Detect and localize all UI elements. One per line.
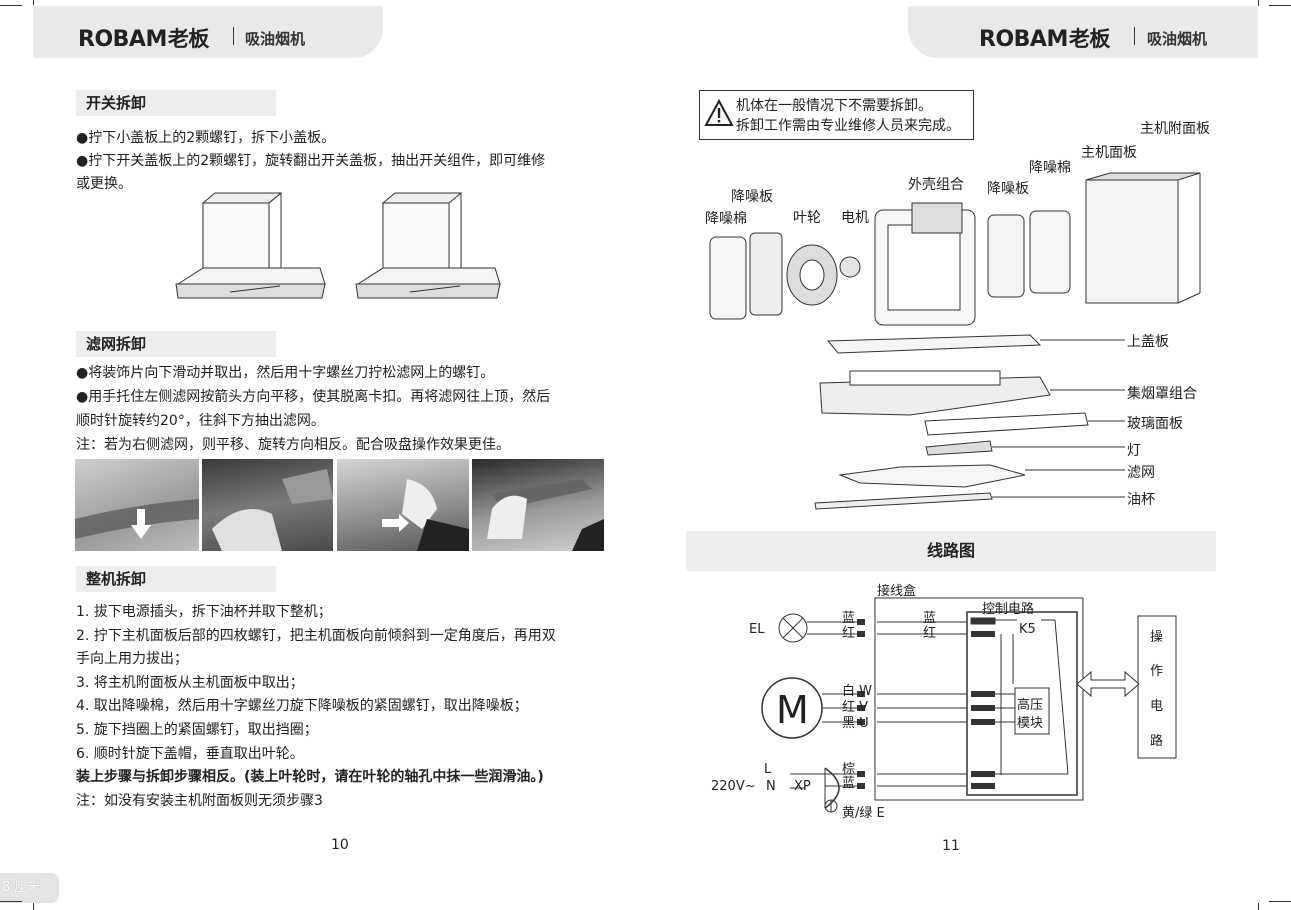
header-separator (233, 27, 234, 45)
op-char-4: 路 (1150, 734, 1164, 749)
header-separator (1134, 27, 1135, 45)
crop-mark (0, 901, 22, 902)
label-blue-1: 蓝 (842, 611, 856, 626)
motor-symbol: M (776, 688, 809, 732)
photo-step-2 (202, 459, 333, 551)
crop-mark (0, 5, 22, 6)
label-boli: 玻璃面板 (1127, 416, 1183, 432)
op-char-2: 作 (1150, 664, 1164, 679)
label-XP: XP (794, 779, 811, 794)
label-N: N (766, 779, 776, 794)
filter-text-1: ●将装饰片向下滑动并取出，然后用十字螺丝刀拧松滤网上的螺钉。 (76, 365, 495, 381)
label-jiangzaoban-left: 降噪板 (731, 189, 773, 205)
label-hv-2: 模块 (1017, 716, 1044, 731)
left-page: ROBAM老板 吸油烟机 开关拆卸 ●拧下小盖板上的2颗螺钉，拆下小盖板。 ●拧… (0, 0, 645, 910)
section-title-switch: 开关拆卸 (76, 90, 276, 116)
label-jiyanzhao: 集烟罩组合 (1127, 386, 1197, 402)
product-name: 吸油烟机 (1147, 30, 1208, 48)
label-shanggaiban: 上盖板 (1127, 334, 1169, 350)
whole-step-1: 1. 拔下电源插头，拆下油杯并取下整机； (76, 604, 332, 620)
label-control-circuit: 控制电路 (982, 602, 1035, 617)
right-page: ROBAM老板 吸油烟机 机体在一般情况下不需要拆卸。 拆卸工作需由专业维修人员… (645, 0, 1291, 910)
crop-mark (1258, 903, 1259, 910)
crop-mark (33, 0, 34, 5)
crop-mark (1269, 5, 1291, 6)
label-k5: K5 (1019, 622, 1036, 637)
header-tab (33, 6, 383, 58)
label-deng: 灯 (1127, 443, 1141, 459)
label-220v: 220V~ (711, 779, 756, 794)
brand-logo: ROBAM老板 (78, 27, 209, 52)
photo-step-1 (75, 459, 199, 551)
photo-step-4 (472, 459, 604, 551)
filter-note: 注：若为右侧滤网，则平移、旋转方向相反。配合吸盘操作效果更佳。 (76, 437, 510, 453)
crop-mark (1258, 0, 1259, 6)
whole-step-2: 2. 拧下主机面板后部的四枚螺钉，把主机面板向前倾斜到一定角度后，再用双 (76, 628, 556, 644)
wiring-diagram (761, 597, 1177, 813)
switch-text-2: ●拧下开关盖板上的2颗螺钉，旋转翻出开关盖板，抽出开关组件，即可维修 (76, 153, 546, 169)
brand-logo: ROBAM老板 (979, 27, 1110, 52)
label-L: L (764, 762, 772, 777)
page-number-right: 11 (942, 838, 960, 854)
range-hood-drawings (175, 192, 501, 299)
op-char-3: 电 (1150, 699, 1164, 714)
label-junction-box: 接线盒 (877, 584, 917, 599)
label-waike: 外壳组合 (908, 177, 964, 193)
step3-note: 注：如没有安装主机附面板则无须步骤3 (76, 793, 323, 809)
warning-line-1: 机体在一般情况下不需要拆卸。 (736, 98, 932, 114)
crop-mark (1269, 901, 1291, 902)
label-el: EL (749, 622, 765, 637)
section-title-whole: 整机拆卸 (76, 566, 276, 592)
page-number-left: 10 (331, 837, 349, 853)
label-blue-3: 蓝 (842, 776, 856, 791)
label-lvwang: 滤网 (1127, 465, 1155, 481)
filter-text-2: ●用手托住左侧滤网按箭头方向平移，使其脱离卡扣。再将滤网往上顶，然后 (76, 389, 551, 405)
label-red-2: 红 (923, 626, 937, 641)
label-zhujimianban: 主机面板 (1081, 145, 1137, 161)
label-hv-1: 高压 (1017, 698, 1044, 713)
warning-line-2: 拆卸工作需由专业维修人员来完成。 (736, 118, 960, 134)
label-dianji: 电机 (841, 210, 869, 226)
warning-icon (704, 99, 734, 126)
exploded-view-diagram (709, 172, 1201, 510)
switch-text-3: 或更换。 (76, 176, 132, 192)
header-tab (908, 6, 1258, 58)
label-red-1: 红 (842, 626, 856, 641)
photo-step-3 (337, 459, 469, 551)
whole-step-5: 5. 旋下挡圈上的紧固螺钉，取出挡圈； (76, 722, 318, 738)
reassembly-note: 装上步骤与拆卸步骤相反。(装上叶轮时，请在叶轮的轴孔中抹一些润滑油。) (76, 769, 544, 785)
whole-step-3: 3. 将主机附面板从主机面板中取出； (76, 675, 304, 691)
label-jiangzaomian-left: 降噪棉 (705, 211, 747, 227)
ruler-badge: 8 厘米 (0, 873, 59, 903)
label-black-u: 黑 U (842, 716, 869, 731)
op-char-1: 操 (1150, 630, 1164, 645)
label-red-v: 红 V (842, 700, 869, 715)
switch-text-1: ●拧下小盖板上的2颗螺钉，拆下小盖板。 (76, 130, 336, 146)
label-brown: 棕 (842, 762, 856, 777)
label-white-w: 白 W (842, 684, 872, 699)
product-name: 吸油烟机 (245, 30, 306, 48)
label-youbei: 油杯 (1127, 492, 1155, 508)
whole-step-2b: 手向上用力拔出； (76, 651, 188, 667)
label-jiangzaomian-right: 降噪棉 (1029, 160, 1071, 176)
filter-text-3: 顺时针旋转约20°，往斜下方抽出滤网。 (76, 413, 325, 429)
label-blue-2: 蓝 (923, 611, 937, 626)
wiring-title: 线路图 (686, 531, 1216, 571)
label-jiangzaoban-right: 降噪板 (987, 181, 1029, 197)
label-yelun: 叶轮 (793, 210, 821, 226)
whole-step-6: 6. 顺时针旋下盖帽，垂直取出叶轮。 (76, 746, 304, 762)
label-zhujifumianban: 主机附面板 (1140, 121, 1210, 137)
whole-step-4: 4. 取出降噪棉，然后用十字螺丝刀旋下降噪板的紧固螺钉，取出降噪板； (76, 698, 528, 714)
label-ground: 黄/绿 E (842, 806, 885, 821)
crop-mark (33, 903, 34, 910)
section-title-filter: 滤网拆卸 (76, 331, 276, 357)
warning-box: 机体在一般情况下不需要拆卸。 拆卸工作需由专业维修人员来完成。 (699, 90, 974, 140)
